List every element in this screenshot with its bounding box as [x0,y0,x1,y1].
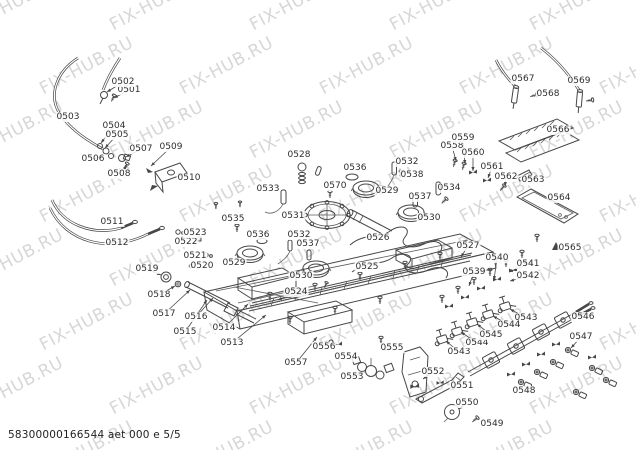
burner-rail-0564 [517,189,578,223]
thermo-0533 [281,190,286,204]
part-label-0504: 0504 [101,121,127,131]
part-label-0538: 0538 [399,170,425,180]
part-label-0550: 0550 [454,398,480,408]
part-label-0546: 0546 [570,312,596,322]
part-label-0561: 0561 [479,162,505,172]
part-label-0516: 0516 [183,312,209,322]
part-label-0532: 0532 [286,230,312,240]
part-label-0570: 0570 [322,181,348,191]
part-label-0531: 0531 [280,211,306,221]
part-label-0505: 0505 [104,130,130,140]
part-label-0530: 0530 [288,271,314,281]
part-label-0525: 0525 [354,262,380,272]
part-label-0522: 0522 [173,237,199,247]
bracket-0552 [402,347,428,397]
part-label-0565: 0565 [557,243,583,253]
part-label-0511: 0511 [99,217,125,227]
part-label-0555: 0555 [379,343,405,353]
arm-0551 [416,373,464,403]
part-label-0526: 0526 [365,233,391,243]
part-label-0506: 0506 [80,154,106,164]
part-label-0507: 0507 [128,144,154,154]
part-label-0537: 0537 [407,192,433,202]
part-label-0521: 0521 [182,251,208,261]
part-label-0557: 0557 [283,358,309,368]
igniter-electrode-0567 [496,60,520,110]
gas-pipe-0525 [352,254,448,278]
part-label-0541: 0541 [515,259,541,269]
part-label-0514: 0514 [211,323,237,333]
part-label-0543: 0543 [513,313,539,323]
venturi-0528-and-plug-0518 [213,163,333,233]
part-label-0545: 0545 [478,330,504,340]
part-label-0544: 0544 [464,338,490,348]
flame-spreader-0566 [499,119,579,162]
part-label-0529: 0529 [374,186,400,196]
part-label-0520: 0520 [189,261,215,271]
part-label-0568: 0568 [535,89,561,99]
part-label-0529: 0529 [221,258,247,268]
part-label-0567: 0567 [510,74,536,84]
disc-0550 [444,405,460,423]
part-label-0540: 0540 [484,253,510,263]
part-label-0551: 0551 [449,381,475,391]
part-label-0534: 0534 [436,183,462,193]
part-label-0519: 0519 [134,264,160,274]
part-label-0539: 0539 [461,267,487,277]
part-label-0513: 0513 [219,338,245,348]
part-label-0530: 0530 [416,213,442,223]
bracket-plate-0510 [146,163,187,192]
part-label-0536: 0536 [245,230,271,240]
part-label-0554: 0554 [333,352,359,362]
part-label-0542: 0542 [515,271,541,281]
part-label-0564: 0564 [546,193,572,203]
part-label-0543: 0543 [446,347,472,357]
part-label-0560: 0560 [460,148,486,158]
part-label-0549: 0549 [479,419,505,429]
part-label-0503: 0503 [55,112,81,122]
part-label-0535: 0535 [220,214,246,224]
document-code: 58300000166544 aet 000 e 5/5 [8,429,181,441]
part-label-0518: 0518 [146,290,172,300]
part-label-0523: 0523 [182,228,208,238]
part-label-0569: 0569 [566,76,592,86]
part-label-0559: 0559 [450,133,476,143]
igniter-electrode-0569 [541,48,595,114]
part-label-0532: 0532 [394,157,420,167]
part-label-0510: 0510 [176,173,202,183]
part-label-0548: 0548 [511,386,537,396]
part-label-0527: 0527 [455,241,481,251]
part-label-0537: 0537 [295,239,321,249]
part-label-0544: 0544 [496,320,522,330]
part-label-0528: 0528 [286,150,312,160]
part-label-0501: 0501 [116,85,142,95]
part-label-0509: 0509 [158,142,184,152]
part-label-0508: 0508 [106,169,132,179]
part-label-0558: 0558 [439,141,465,151]
thermocouple-tubes-0511-0512 [50,200,164,244]
part-label-0502: 0502 [110,77,136,87]
part-label-0552: 0552 [420,367,446,377]
part-label-0517: 0517 [151,309,177,319]
valve-assembly-0553 [352,357,394,379]
part-label-0547: 0547 [568,332,594,342]
part-label-0515: 0515 [172,327,198,337]
part-label-0553: 0553 [339,372,365,382]
part-label-0533: 0533 [255,184,281,194]
part-label-0556: 0556 [311,342,337,352]
part-label-0566: 0566 [545,125,571,135]
part-label-0536: 0536 [342,163,368,173]
part-label-0562: 0562 [493,172,519,182]
part-label-0512: 0512 [104,238,130,248]
part-label-0563: 0563 [520,175,546,185]
part-label-0524: 0524 [283,287,309,297]
